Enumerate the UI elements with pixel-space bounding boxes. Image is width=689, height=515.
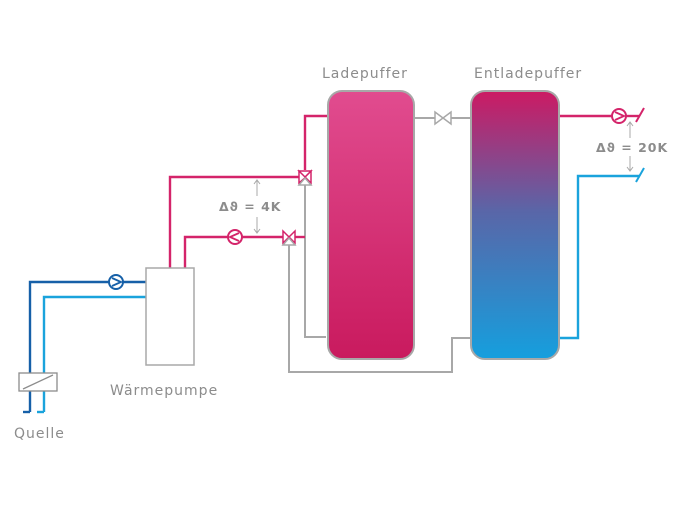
discharge-buffer-tank [470, 90, 560, 360]
arrow-up-icon [253, 179, 261, 196]
heat-exchanger-icon [18, 372, 58, 392]
arrow-up-icon [626, 121, 634, 138]
source-supply-pipe [28, 280, 146, 412]
source-pump-icon [108, 274, 124, 290]
delta-charge-arrows [253, 179, 261, 234]
lower-three-way-valve-icon [281, 229, 297, 246]
upper-valve-to-tank-top-pipe [303, 114, 330, 170]
charge-pump-icon [227, 229, 243, 245]
heatpump-to-upper-valve-pipe [168, 175, 300, 268]
delta-discharge-arrows [626, 121, 634, 172]
discharge-return-pipe [557, 174, 640, 340]
discharge-pump-icon [611, 108, 627, 124]
arrow-down-icon [253, 217, 261, 234]
outlet-end-marker [635, 107, 645, 123]
source-label: Quelle [14, 426, 65, 442]
heat-pump-box [145, 267, 195, 366]
discharge-buffer-label: Entladepuffer [474, 66, 582, 82]
upper-three-way-valve-icon [297, 169, 313, 186]
gate-valve-icon [434, 110, 452, 126]
charge-buffer-tank [327, 90, 415, 360]
gray-return-pipe [288, 245, 473, 373]
arrow-down-icon [626, 156, 634, 172]
delta-discharge-label: Δϑ = 20K [596, 140, 669, 155]
charge-buffer-label: Ladepuffer [322, 66, 408, 82]
charge-bottom-pipe [304, 185, 326, 338]
heatpump-to-lower-valve-pipe [183, 235, 283, 268]
heat-pump-label: Wärmepumpe [110, 383, 218, 399]
delta-charge-label: Δϑ = 4K [219, 199, 282, 214]
return-end-marker [635, 167, 645, 183]
charge-pipes [168, 114, 640, 268]
